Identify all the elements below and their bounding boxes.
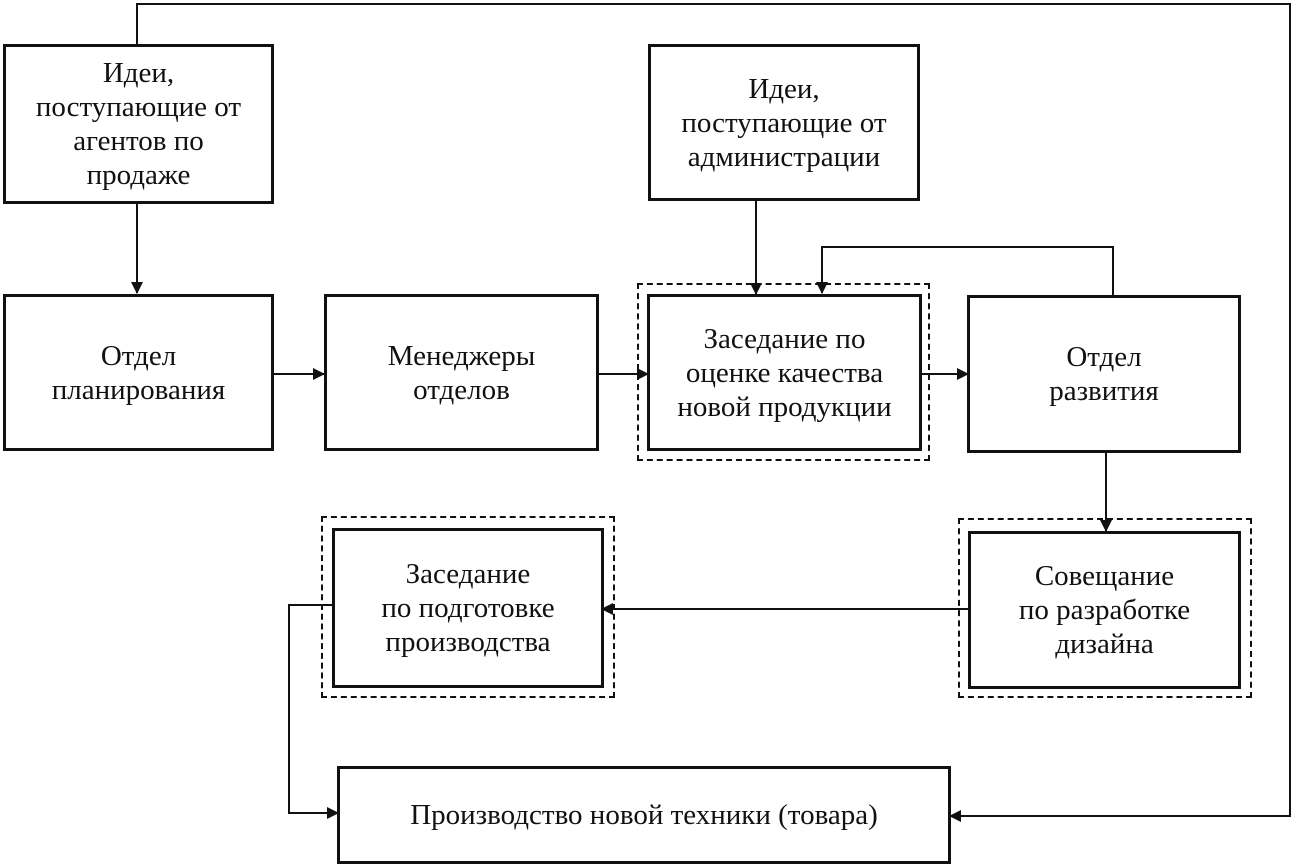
ideas-from-administration-box: Идеи, поступающие от администрации	[648, 44, 920, 201]
design-meeting-box: Совещание по разработке дизайна	[968, 531, 1241, 689]
production-box: Производство новой техники (товара)	[337, 766, 951, 864]
production-prep-frame	[321, 516, 615, 698]
arrow-ideas-sales-to-production	[136, 3, 1291, 822]
quality-meeting-box: Заседание по оценке качества новой проду…	[647, 294, 922, 451]
department-managers-box: Менеджеры отделов	[324, 294, 599, 451]
arrow-production-prep-to-production	[288, 604, 339, 819]
production-prep-box: Заседание по подготовке производства	[332, 528, 604, 688]
arrow-development-feedback-to-quality	[816, 246, 1114, 296]
planning-department-box: Отдел планирования	[3, 294, 274, 451]
quality-meeting-frame	[637, 283, 930, 461]
design-meeting-frame	[958, 518, 1252, 698]
development-department-box: Отдел развития	[967, 295, 1241, 453]
ideas-from-sales-agents-box: Идеи, поступающие от агентов по продаже	[3, 44, 274, 204]
